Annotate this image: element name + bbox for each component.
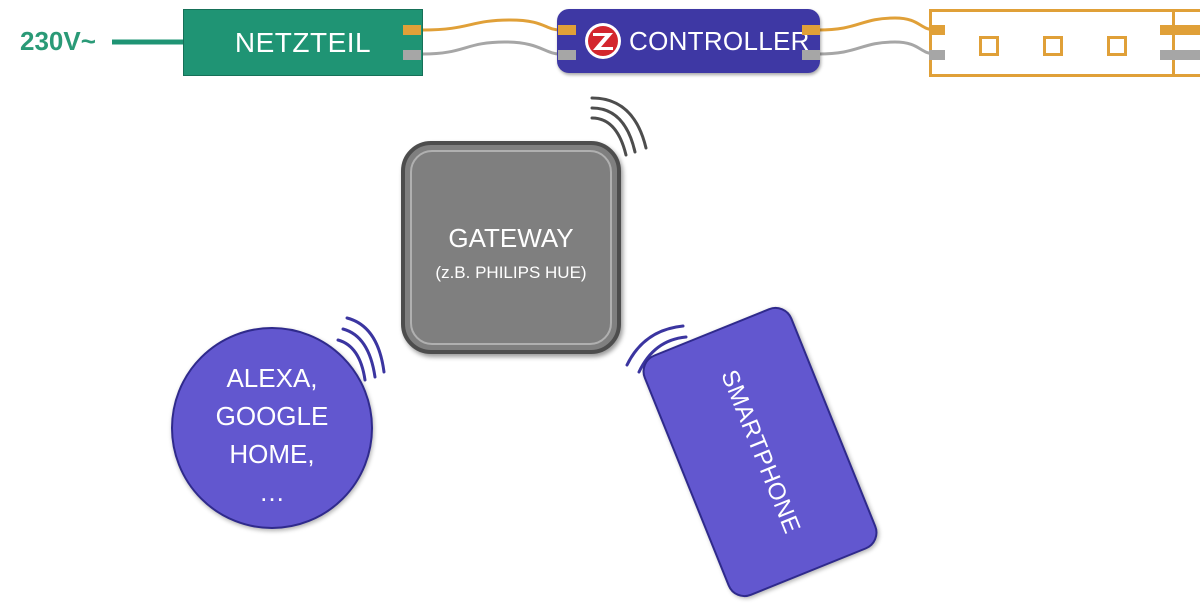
assistant-signal-waves-icon bbox=[336, 316, 386, 382]
led-chip bbox=[1043, 36, 1063, 56]
gateway-device: GATEWAY (z.B. PHILIPS HUE) bbox=[401, 141, 621, 354]
controller-in-gray-terminal bbox=[558, 50, 576, 60]
voice-assistant-device: ALEXA, GOOGLE HOME, … bbox=[171, 327, 373, 529]
voice-assistant-line: HOME, bbox=[229, 439, 315, 469]
controller-out-orange-terminal bbox=[802, 25, 820, 35]
strip-left-gray-pad bbox=[929, 50, 945, 60]
gateway-inner-border bbox=[410, 150, 612, 345]
controller-label: CONTROLLER bbox=[629, 25, 810, 56]
zigbee-logo-icon bbox=[585, 23, 621, 59]
led-chip bbox=[1107, 36, 1127, 56]
controller-block: CONTROLLER bbox=[557, 9, 820, 73]
gateway-title: GATEWAY bbox=[448, 223, 574, 253]
gateway-signal-waves-icon bbox=[590, 96, 648, 157]
strip-right-orange-pad bbox=[1160, 25, 1200, 35]
smartphone-label: SMARTPHONE bbox=[715, 366, 806, 538]
wire-orange-controller-strip bbox=[817, 16, 936, 32]
controller-out-gray-terminal bbox=[802, 50, 820, 60]
strip-right-gray-pad bbox=[1160, 50, 1200, 60]
strip-left-orange-pad bbox=[929, 25, 945, 35]
led-strip bbox=[929, 9, 1200, 77]
psu-gray-terminal bbox=[403, 50, 421, 60]
wire-orange-psu-controller bbox=[422, 18, 561, 32]
strip-cut-line bbox=[1172, 12, 1175, 74]
voice-assistant-line: GOOGLE bbox=[215, 401, 329, 431]
wire-gray-controller-strip bbox=[817, 40, 936, 56]
power-supply-label: NETZTEIL bbox=[234, 26, 372, 58]
psu-orange-terminal bbox=[403, 25, 421, 35]
power-supply-block: NETZTEIL bbox=[183, 9, 423, 76]
led-chip bbox=[979, 36, 999, 56]
gateway-subtitle: (z.B. PHILIPS HUE) bbox=[435, 263, 587, 282]
mains-voltage-label: 230V~ bbox=[20, 26, 96, 56]
voice-assistant-line: ALEXA, bbox=[226, 363, 318, 393]
wire-gray-psu-controller bbox=[422, 40, 561, 56]
controller-in-orange-terminal bbox=[558, 25, 576, 35]
voice-assistant-line: … bbox=[259, 477, 285, 507]
